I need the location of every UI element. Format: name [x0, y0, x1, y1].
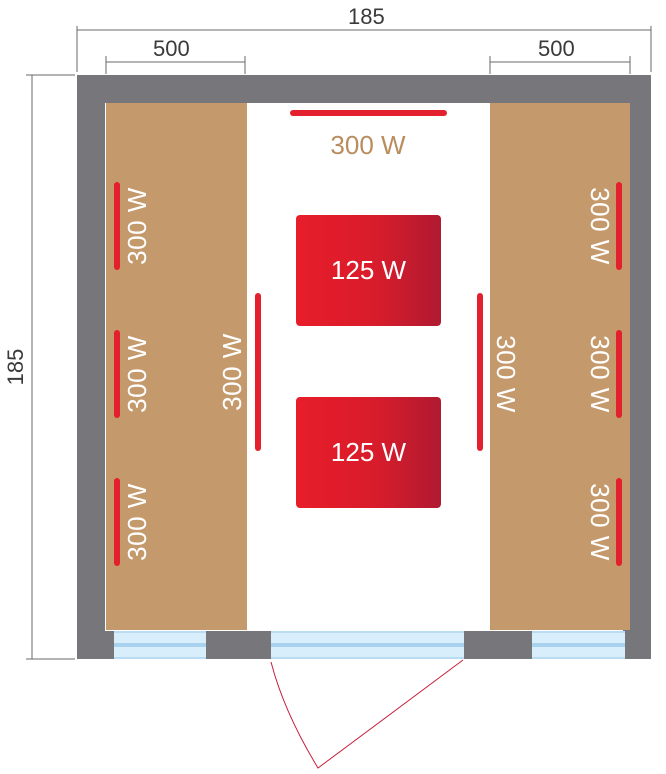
top-heater-bar — [290, 110, 447, 116]
right-wall-heater-middle — [616, 330, 622, 418]
left-bench-width-label: 500 — [153, 36, 190, 61]
left-bench — [106, 103, 247, 630]
left-wall-heater-middle — [114, 330, 120, 418]
top-heater-label: 300 W — [330, 130, 406, 160]
right-bench — [490, 103, 630, 630]
door-swing-arc — [270, 659, 464, 769]
overall-width-label: 185 — [348, 4, 385, 29]
right-bench-width-label: 500 — [538, 36, 575, 61]
left-wall-heater-bottom — [114, 478, 120, 566]
center-panel-bottom-label: 125 W — [330, 437, 407, 467]
glass-door — [271, 631, 464, 659]
center-panel-heater-top: 125 W — [296, 215, 441, 326]
left-wall-heater-top — [114, 182, 120, 270]
left-glass-window — [114, 631, 206, 659]
center-panel-heater-bottom: 125 W — [296, 397, 441, 508]
right-wall-heater-top — [616, 182, 622, 270]
right-wall-heater-bottom — [616, 478, 622, 566]
right-bench-edge-heater — [477, 293, 483, 451]
right-glass-window — [532, 631, 625, 659]
left-bench-edge-heater — [255, 293, 261, 451]
center-panel-top-label: 125 W — [330, 255, 407, 285]
